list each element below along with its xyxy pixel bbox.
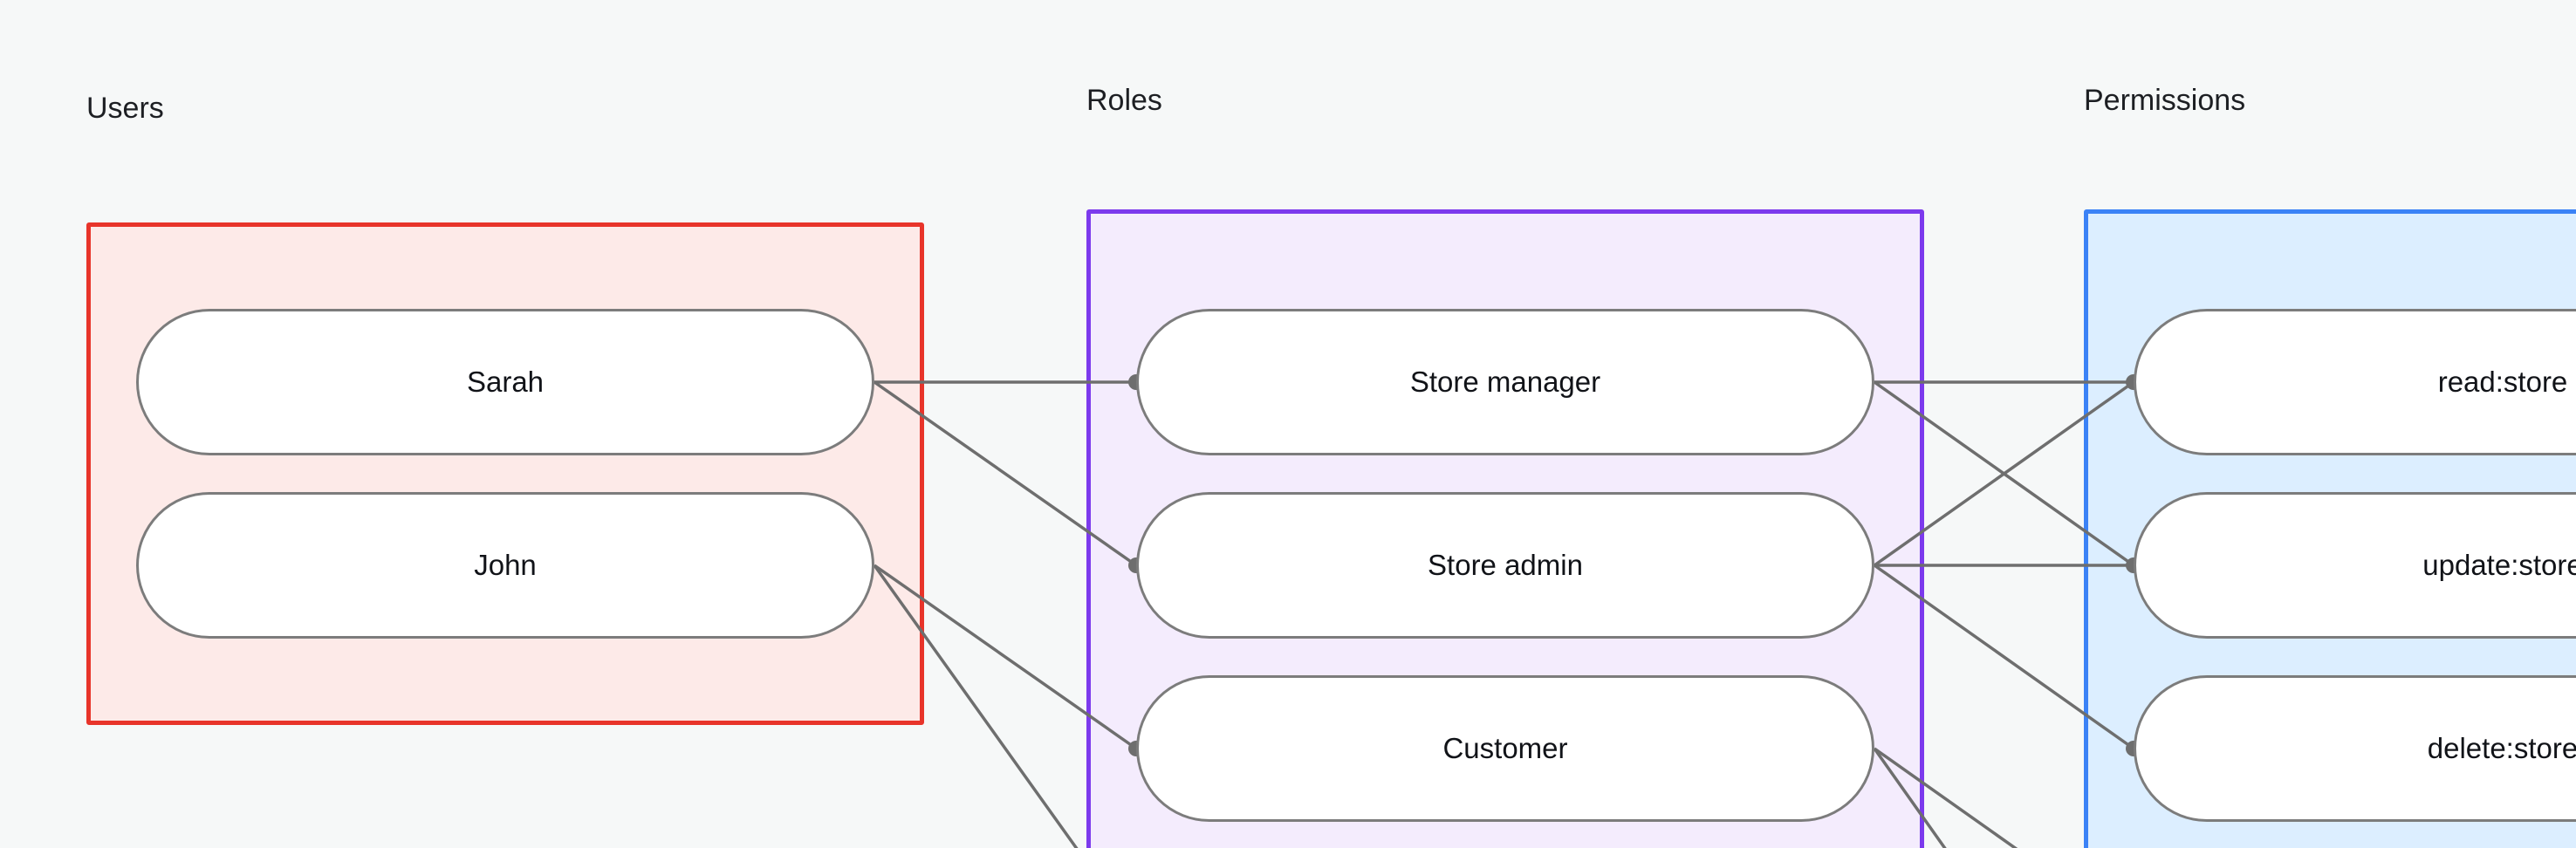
node-store-manager[interactable]: Store manager xyxy=(1136,309,1874,455)
group-label-permissions: Permissions xyxy=(2084,84,2246,117)
node-customer[interactable]: Customer xyxy=(1136,675,1874,822)
node-read-store[interactable]: read:store xyxy=(2134,309,2576,455)
node-john[interactable]: John xyxy=(136,492,874,639)
node-sarah[interactable]: Sarah xyxy=(136,309,874,455)
group-label-roles: Roles xyxy=(1086,84,1162,117)
node-delete-store[interactable]: delete:store xyxy=(2134,675,2576,822)
node-update-store[interactable]: update:store xyxy=(2134,492,2576,639)
group-label-users: Users xyxy=(86,92,164,125)
node-store-admin[interactable]: Store admin xyxy=(1136,492,1874,639)
group-box-users xyxy=(86,222,924,725)
